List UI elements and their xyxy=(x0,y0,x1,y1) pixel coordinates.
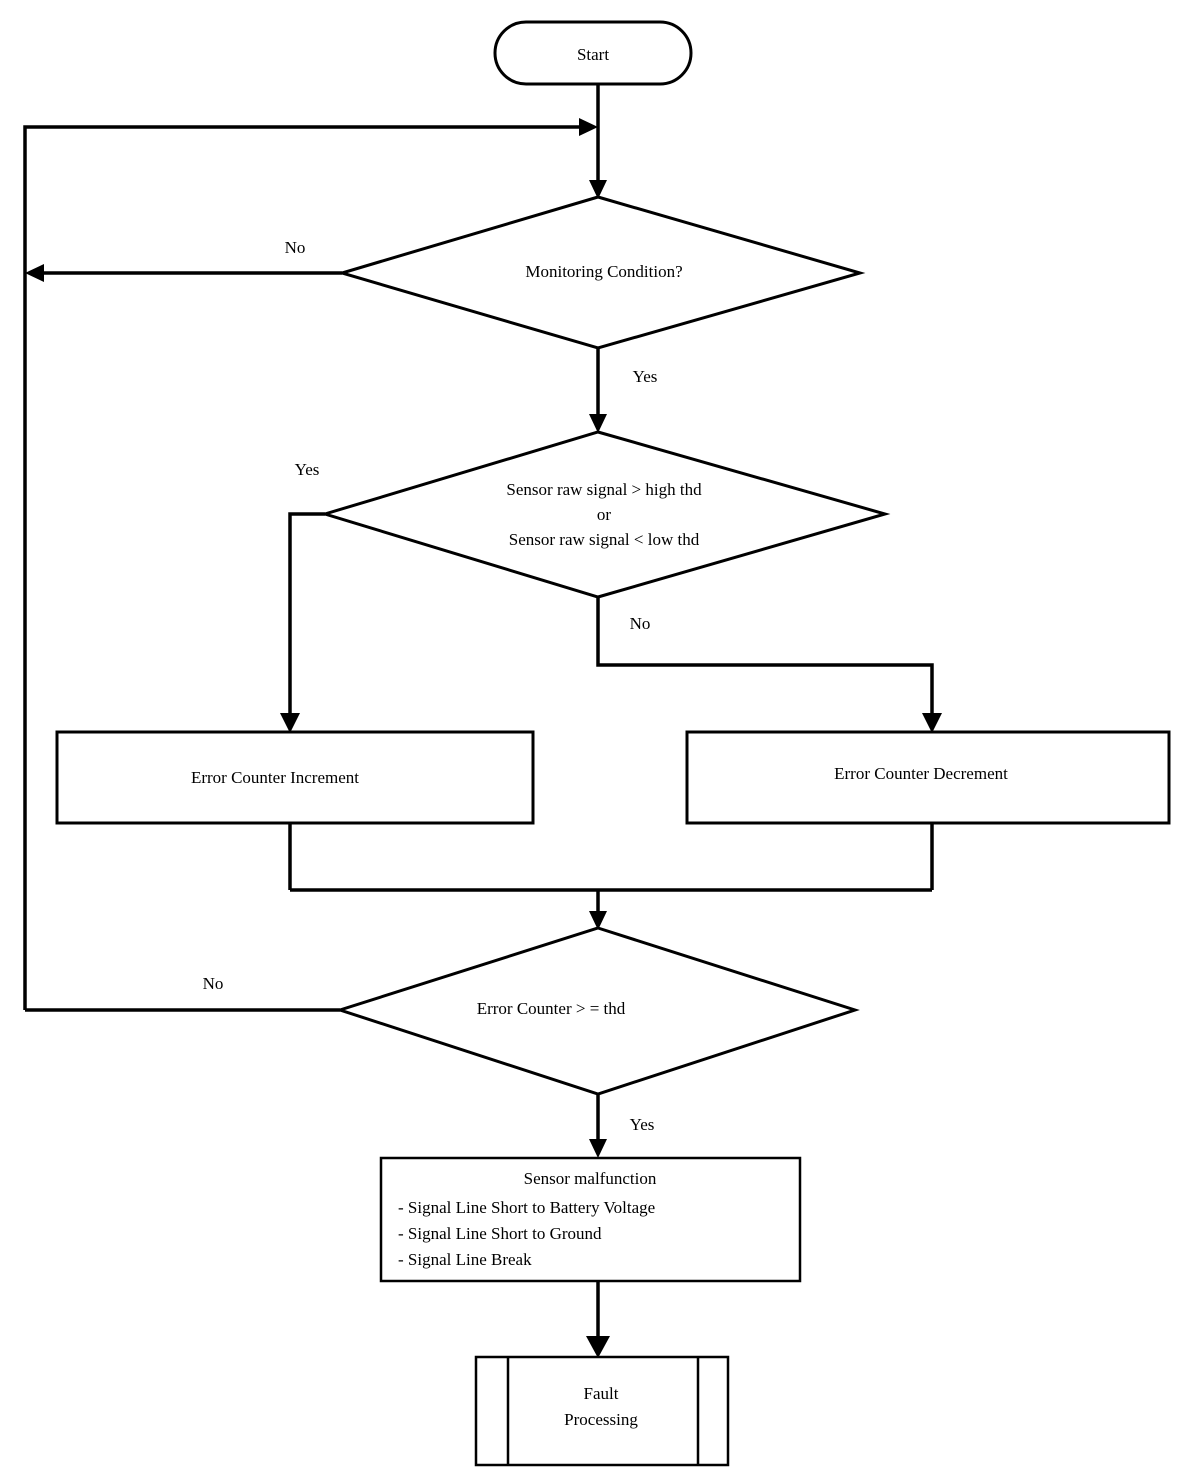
node-error-counter-increment[interactable]: Error Counter Increment xyxy=(55,730,535,825)
fault-processing-line1: Fault xyxy=(584,1384,619,1403)
node-fault-processing[interactable]: Fault Processing xyxy=(474,1355,730,1467)
start-label: Start xyxy=(577,45,609,64)
arrowhead-merge-to-counter xyxy=(589,911,607,930)
sensor-malfunction-item-1: - Signal Line Short to Battery Voltage xyxy=(398,1198,655,1217)
signal-threshold-line3: Sensor raw signal < low thd xyxy=(509,530,700,549)
edge-label-counter-yes: Yes xyxy=(630,1115,655,1134)
sensor-malfunction-item-2: - Signal Line Short to Ground xyxy=(398,1224,602,1243)
error-counter-decrement-label: Error Counter Decrement xyxy=(834,764,1008,783)
arrowhead-threshold-no xyxy=(922,713,942,733)
monitoring-condition-label: Monitoring Condition? xyxy=(525,262,682,281)
arrowhead-monitoring-no xyxy=(25,264,44,282)
error-counter-decrement-shape xyxy=(685,730,1171,825)
signal-threshold-shape xyxy=(319,430,891,599)
arrowhead-threshold-yes xyxy=(280,713,300,733)
error-counter-increment-label: Error Counter Increment xyxy=(191,768,359,787)
arrowhead-counter-yes xyxy=(589,1139,607,1158)
edge-label-threshold-no: No xyxy=(630,614,651,633)
sensor-malfunction-heading: Sensor malfunction xyxy=(524,1169,657,1188)
node-error-counter-threshold[interactable]: Error Counter > = thd xyxy=(335,926,860,1096)
arrowhead-return-loop-join xyxy=(579,118,598,136)
node-error-counter-decrement[interactable]: Error Counter Decrement xyxy=(685,730,1171,825)
arrowhead-malfunction-to-fault xyxy=(586,1336,610,1358)
edge-threshold-yes xyxy=(288,512,325,722)
error-counter-threshold-label: Error Counter > = thd xyxy=(477,999,626,1018)
node-monitoring-condition[interactable]: Monitoring Condition? xyxy=(336,195,866,350)
node-sensor-malfunction[interactable]: Sensor malfunction - Signal Line Short t… xyxy=(379,1156,802,1283)
signal-threshold-line2: or xyxy=(597,505,612,524)
edge-threshold-no xyxy=(596,597,934,722)
edge-label-counter-no: No xyxy=(203,974,224,993)
edge-label-monitoring-no: No xyxy=(285,238,306,257)
sensor-malfunction-item-3: - Signal Line Break xyxy=(398,1250,532,1269)
edge-label-threshold-yes: Yes xyxy=(295,460,320,479)
monitoring-condition-shape xyxy=(336,195,866,350)
start-shape xyxy=(493,20,693,86)
arrowhead-monitoring-yes xyxy=(589,414,607,433)
edge-label-monitoring-yes: Yes xyxy=(633,367,658,386)
signal-threshold-line1: Sensor raw signal > high thd xyxy=(506,480,702,499)
fault-processing-line2: Processing xyxy=(564,1410,638,1429)
node-signal-threshold[interactable]: Sensor raw signal > high thd or Sensor r… xyxy=(319,430,891,599)
error-counter-increment-shape xyxy=(55,730,535,825)
fault-processing-shape xyxy=(474,1355,730,1467)
arrowhead-start-to-monitoring xyxy=(589,180,607,199)
node-start[interactable]: Start xyxy=(493,20,693,86)
sensor-malfunction-shape xyxy=(379,1156,802,1283)
edge-return-loop xyxy=(23,125,588,1010)
error-counter-threshold-shape xyxy=(335,926,860,1096)
